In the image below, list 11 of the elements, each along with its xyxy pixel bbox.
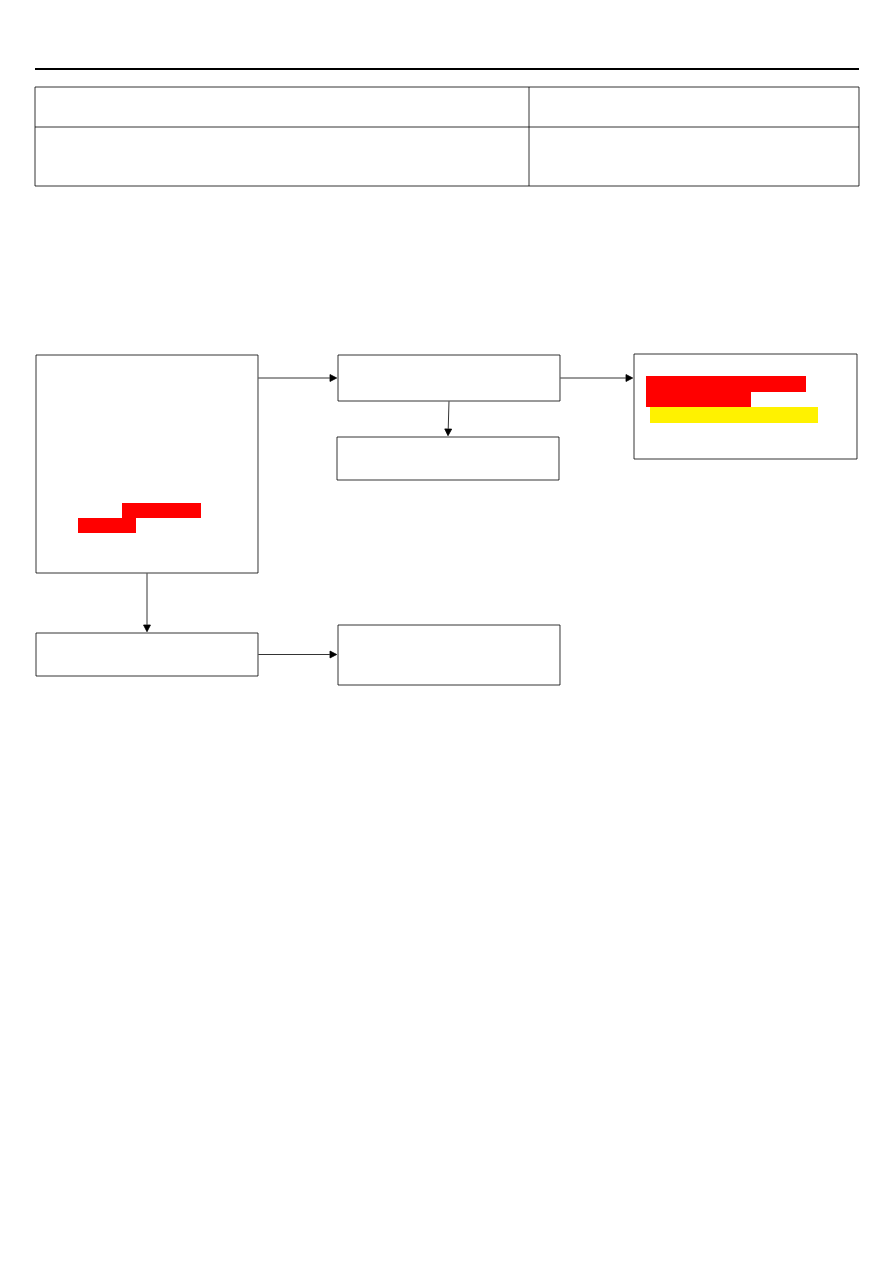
process-box [633,353,858,460]
arrow [258,650,338,659]
process-box [337,624,561,686]
arrow [143,573,151,633]
process-box [35,354,259,574]
process-box [35,632,259,677]
process-box [336,436,560,481]
arrow [258,374,338,382]
process-box [337,354,561,402]
arrow [444,401,453,437]
arrow [560,374,634,382]
